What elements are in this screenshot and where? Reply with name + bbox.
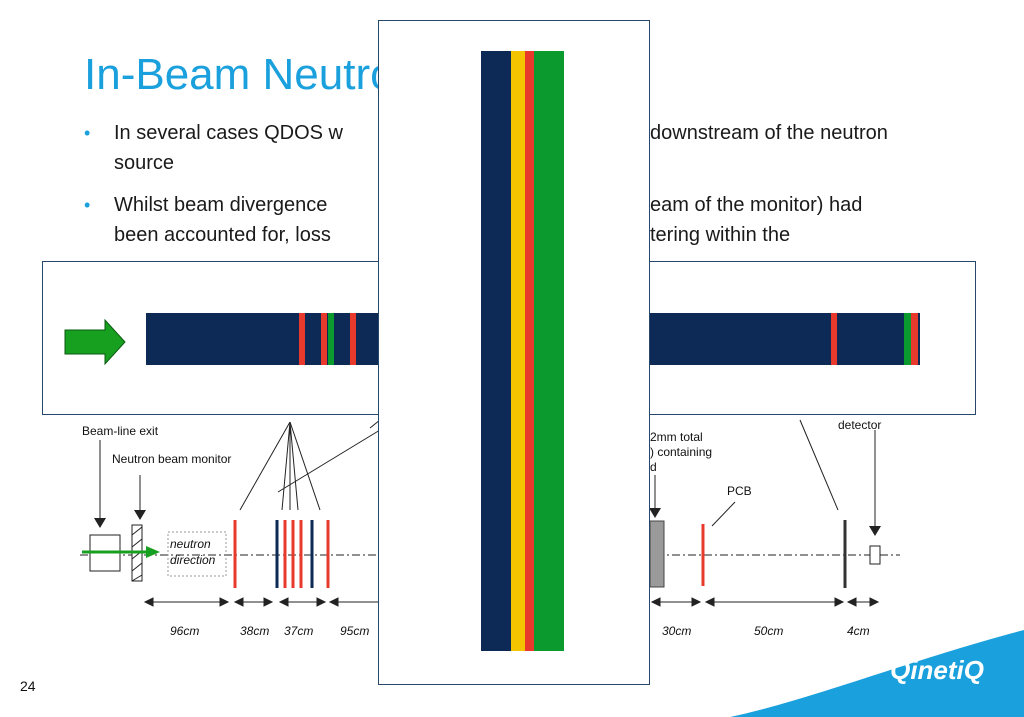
plate-pointer (239, 421, 291, 511)
h-stripe-red-1 (299, 313, 305, 365)
neutron-monitor-arrowhead (134, 510, 146, 520)
distance-50cm: 50cm (754, 624, 784, 638)
label-neutron-monitor: Neutron beam monitor (112, 452, 232, 466)
vertical-stripe-panel (378, 20, 650, 685)
green-arrow-icon (64, 318, 126, 366)
distance-95cm: 95cm (340, 624, 370, 638)
distance-30cm: 30cm (662, 624, 692, 638)
h-stripe-green-1 (328, 313, 334, 365)
detector-pointer (799, 419, 839, 511)
distance-4cm: 4cm (847, 624, 870, 638)
bullet-2-line2-left: been accounted for, loss (114, 224, 331, 246)
v-stripe-navy (481, 51, 511, 651)
distance-arrows (143, 597, 880, 607)
v-stripe-yellow (511, 51, 525, 651)
label-neutron: neutron (170, 537, 211, 551)
distance-96cm: 96cm (170, 624, 200, 638)
bullet-1-line1-right: downstream of the neutron (650, 122, 888, 144)
bullet-2-line1-right: eam of the monitor) had (650, 194, 863, 216)
bullet-1-line2: source (114, 152, 175, 174)
bullet-2-line1-left: Whilst beam divergence (114, 194, 328, 216)
distance-37cm: 37cm (284, 624, 314, 638)
label-detector: detector (838, 418, 882, 432)
qinetiq-logo-text: QinetiQ (890, 655, 984, 685)
distance-38cm: 38cm (240, 624, 270, 638)
h-stripe-green-3 (904, 313, 911, 365)
v-stripe-green (534, 51, 564, 651)
label-direction: direction (170, 553, 216, 567)
bullet-1-line1-left: In several cases QDOS w (114, 122, 343, 144)
page-number: 24 (20, 678, 36, 694)
label-2mm-total: 2mm total (650, 430, 703, 444)
label-beamline-exit: Beam-line exit (82, 424, 159, 438)
bullet-dot: • (84, 123, 91, 143)
pcb-pointer (711, 501, 736, 527)
neutron-arrow-head (146, 546, 160, 558)
v-stripe-red (525, 51, 534, 651)
h-stripe-red-7 (911, 313, 918, 365)
detector-box (869, 545, 881, 565)
label-containing: ) containing (650, 445, 713, 459)
label-d: d (650, 460, 657, 474)
bullet-2: • (84, 190, 90, 220)
sample-block (649, 520, 665, 588)
experiment-diagram (80, 419, 900, 607)
neutron-direction-box (167, 531, 227, 577)
bullet-2-line2-right: tering within the (650, 224, 791, 246)
h-stripe-red-2 (321, 313, 327, 365)
beamline-exit-arrowhead (94, 518, 106, 528)
label-pcb: PCB (727, 484, 752, 498)
bullet-dot: • (84, 195, 91, 215)
h-stripe-red-3 (350, 313, 356, 365)
h-stripe-red-6 (831, 313, 837, 365)
qinetiq-logo-swoosh (730, 630, 1024, 717)
bullet-1: • (84, 118, 90, 148)
